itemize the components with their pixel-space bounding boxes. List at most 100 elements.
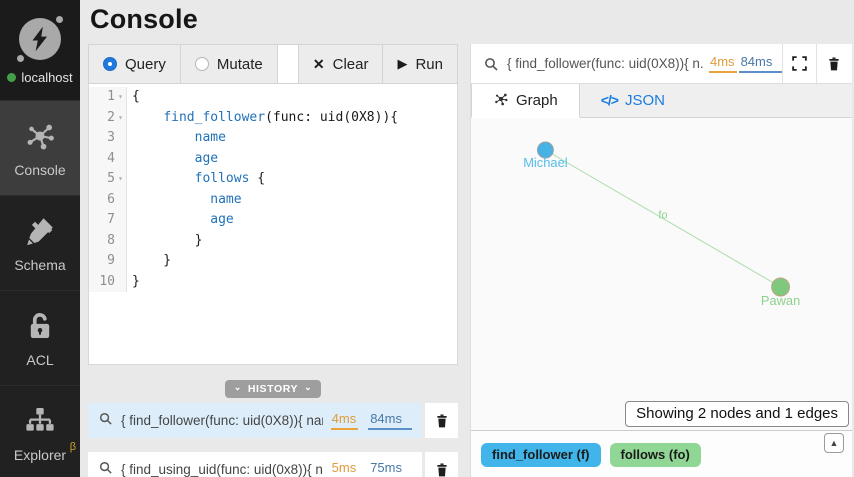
lock-icon — [23, 309, 57, 343]
tab-json[interactable]: </> JSON — [580, 84, 686, 117]
fold-toggle-icon[interactable]: ▾ — [118, 174, 123, 183]
delete-history-button[interactable] — [425, 403, 458, 438]
line-number-gutter: 4 — [89, 148, 127, 169]
line-number-gutter: 2▾ — [89, 107, 127, 128]
logo-orbit-dot — [56, 15, 63, 23]
trash-icon — [829, 56, 839, 70]
result-query-bar: { find_follower(func: uid(0X8)){ n... 4m… — [471, 44, 852, 84]
history-toggle[interactable]: ⌄ HISTORY ⌄ — [224, 380, 322, 398]
editor-line: 6 name — [89, 189, 457, 210]
editor-code-text[interactable]: } — [132, 253, 172, 268]
editor-code-text[interactable]: { — [132, 89, 140, 104]
close-result-button[interactable] — [817, 44, 851, 83]
code-icon: </> — [600, 92, 619, 108]
editor-code-text[interactable]: } — [132, 232, 203, 248]
divider — [816, 44, 818, 83]
clear-button[interactable]: ✕ Clear — [297, 44, 384, 84]
total-latency: 84ms — [368, 411, 412, 430]
editor-line: 5▾ follows { — [89, 169, 457, 190]
sidebar: localhost Console Schema ACL — [0, 0, 80, 477]
beta-badge: β — [69, 440, 77, 453]
logo-orbit-dot — [17, 54, 24, 62]
line-number-gutter: 9 — [89, 251, 127, 272]
sidebar-item-label: Console — [14, 161, 66, 178]
collapse-legend-button[interactable]: ▲ — [824, 433, 844, 453]
code-icon: </> — [600, 92, 619, 109]
node-label: Pawan — [761, 293, 800, 308]
editor-line: 10} — [89, 271, 457, 292]
editor-code-text[interactable]: find_follower(func: uid(0X8)){ — [163, 109, 399, 125]
line-number: 7 — [107, 212, 115, 227]
graph-node-pawan[interactable] — [771, 277, 790, 297]
fullscreen-icon — [792, 56, 808, 71]
clear-x-icon: ✕ — [312, 55, 325, 72]
chevron-down-icon: ⌄ — [304, 381, 313, 392]
editor-code-text[interactable]: follows { — [194, 171, 266, 186]
sidebar-item-acl[interactable]: ACL — [0, 290, 80, 385]
fold-toggle-icon[interactable]: ▾ — [118, 92, 123, 101]
query-mode-radio[interactable]: Query — [88, 44, 181, 84]
line-number-gutter: 5▾ — [89, 169, 127, 190]
divider — [782, 44, 784, 83]
editor-line: 2▾ find_follower(func: uid(0X8)){ — [89, 107, 457, 128]
mutate-mode-radio[interactable]: Mutate — [179, 44, 278, 84]
editor-line: 7 age — [89, 210, 457, 231]
triangle-up-icon: ▲ — [829, 438, 839, 448]
run-label: Run — [415, 55, 443, 73]
run-button[interactable]: ▶ Run — [382, 44, 458, 84]
dgraph-logo-icon — [17, 15, 63, 62]
editor-code-text[interactable]: age — [194, 150, 219, 166]
line-number: 6 — [107, 191, 115, 207]
legend-chip[interactable]: find_follower (f) — [481, 443, 601, 467]
sidebar-item-schema[interactable]: Schema — [0, 195, 80, 290]
line-number-gutter: 6 — [89, 189, 127, 210]
query-editor[interactable]: 1▾{2▾ find_follower(func: uid(0X8)){3 na… — [88, 84, 458, 365]
history-item-button[interactable]: { find_follower(func: uid(0X8)){ nam... … — [88, 403, 422, 438]
clear-label: Clear — [332, 55, 369, 73]
connection-status-icon — [7, 72, 17, 82]
query-mode-label: Query — [125, 55, 166, 73]
pencils-icon — [23, 214, 57, 248]
editor-code-text[interactable]: age — [210, 212, 234, 227]
line-number-gutter: 10 — [89, 271, 127, 292]
history-query-text: { find_using_uid(func: uid(0x8)){ na... — [121, 462, 323, 477]
result-query-text[interactable]: { find_follower(func: uid(0X8)){ n... — [507, 56, 703, 71]
editor-code-text[interactable]: name — [194, 130, 226, 145]
result-tabs: Graph</> JSON — [471, 84, 852, 118]
graph-legend: find_follower (f) follows (fo) ▲ — [471, 430, 852, 477]
line-number: 5 — [107, 171, 115, 186]
history-list: { find_follower(func: uid(0X8)){ nam... … — [88, 403, 458, 477]
page-title: Console — [90, 4, 198, 34]
legend-chip[interactable]: follows (fo) — [609, 443, 701, 467]
query-toolbar: Query Mutate ✕ Clear ▶ Run — [88, 44, 458, 84]
trash-icon — [436, 413, 447, 427]
line-number-gutter: 8 — [89, 230, 127, 251]
mutate-mode-label: Mutate — [216, 55, 263, 73]
delete-history-button[interactable] — [425, 452, 458, 477]
chevron-down-icon: ⌄ — [233, 381, 242, 392]
radio-unselected-icon — [194, 57, 209, 71]
radio-selected-icon — [103, 57, 117, 71]
line-number: 10 — [99, 273, 115, 289]
connection-block[interactable]: localhost — [0, 0, 80, 100]
editor-code-text[interactable]: name — [210, 191, 242, 207]
editor-code-text[interactable]: } — [132, 273, 140, 289]
sidebar-item-console[interactable]: Console — [0, 100, 80, 195]
line-number-gutter: 7 — [89, 210, 127, 231]
editor-line: 1▾ { — [89, 87, 457, 108]
fold-toggle-icon[interactable]: ▾ — [118, 112, 123, 122]
network-hub-icon — [493, 91, 509, 111]
history-item-button[interactable]: { find_using_uid(func: uid(0x8)){ na... … — [88, 452, 422, 477]
history-badge-label: HISTORY — [247, 383, 299, 395]
line-number: 1 — [107, 89, 115, 104]
graph-status-box: Showing 2 nodes and 1 edges — [625, 401, 849, 427]
tab-graph[interactable]: Graph — [471, 84, 580, 118]
fullscreen-button[interactable] — [783, 44, 817, 83]
graph-node-michael[interactable] — [536, 141, 554, 159]
total-latency: 75ms — [368, 460, 412, 477]
editor-line: 3 name — [89, 128, 457, 149]
query-panel: Query Mutate ✕ Clear ▶ Run 1▾{2▾ find_fo… — [88, 44, 458, 477]
